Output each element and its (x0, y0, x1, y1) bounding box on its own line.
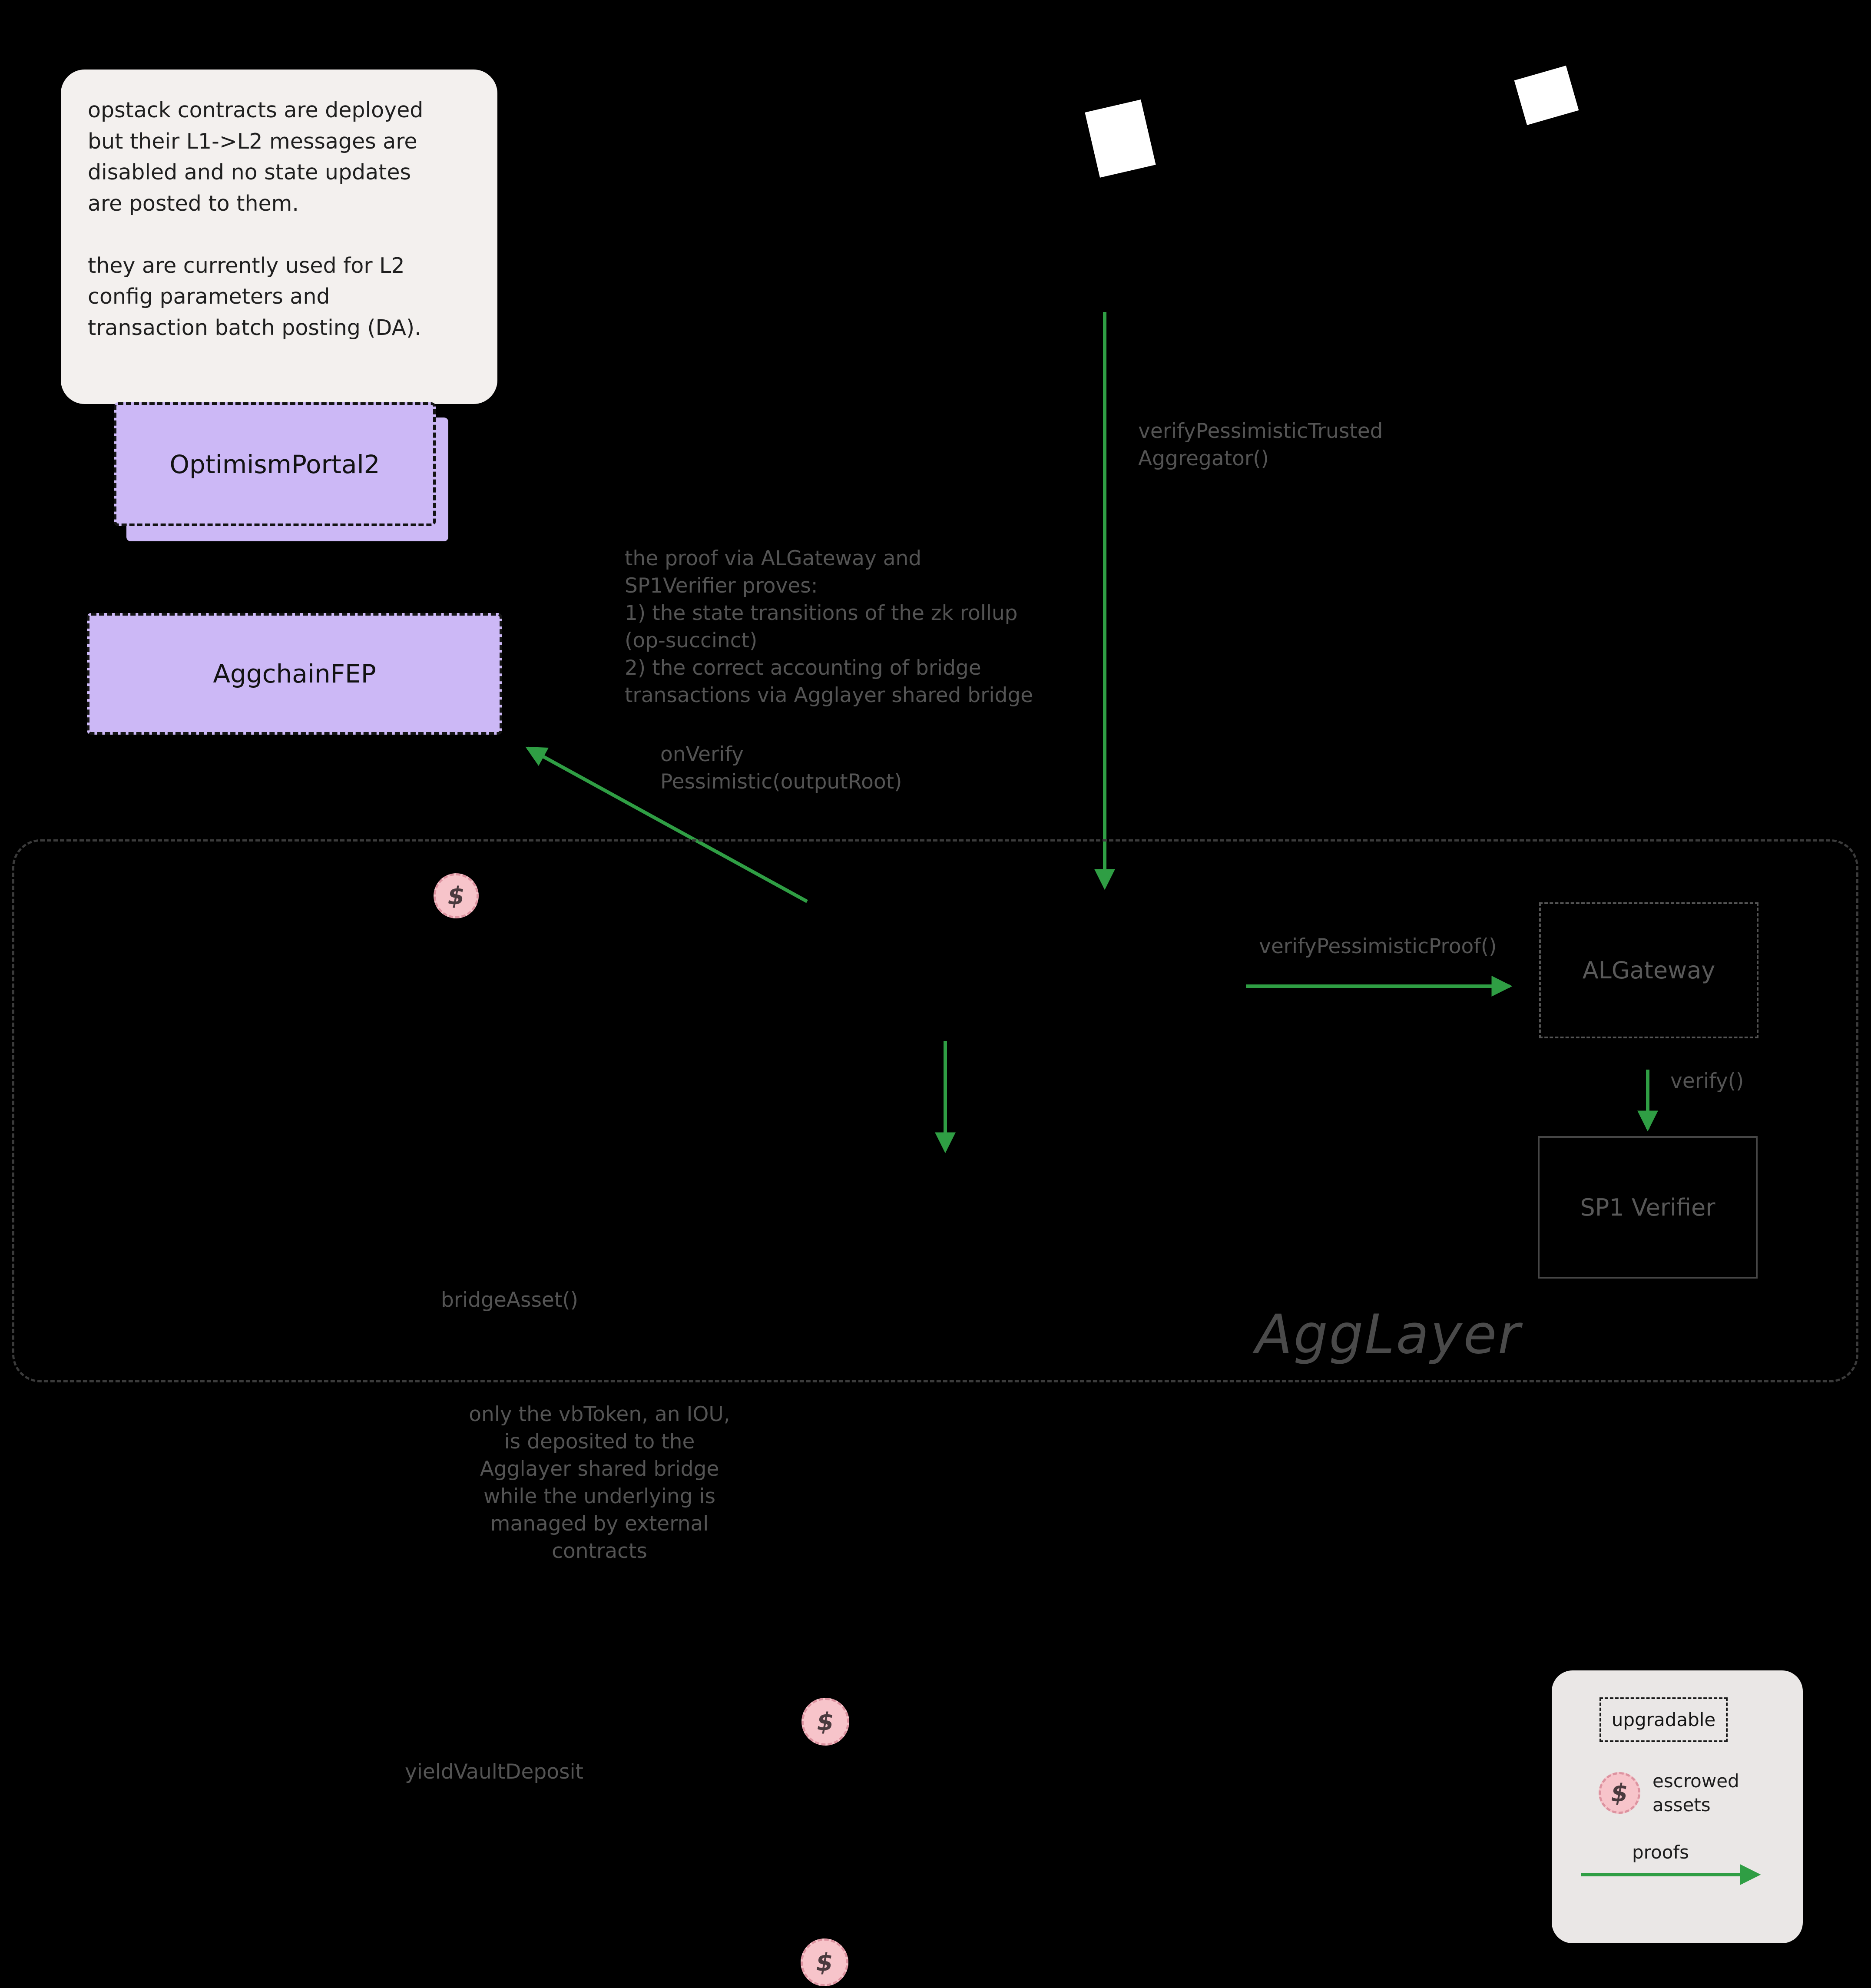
agglayer-container (12, 839, 1858, 1382)
opstack-note: opstack contracts are deployed but their… (61, 70, 497, 404)
legend-proofs-label: proofs (1632, 1842, 1689, 1863)
al-gateway-box: ALGateway (1539, 902, 1758, 1038)
aggchain-fep-box: AggchainFEP (87, 613, 502, 735)
agglayer-title: AggLayer (1255, 1303, 1521, 1366)
proof-explanation: the proof via ALGateway and SP1Verifier … (625, 547, 1033, 707)
al-gateway-label: ALGateway (1582, 957, 1715, 984)
legend-upgradable-box: upgradable (1599, 1697, 1728, 1742)
dollar-icon: $ (447, 881, 465, 910)
on-verify-pessimistic-label: onVerify Pessimistic(outputRoot) (660, 742, 902, 794)
yield-vault-deposit-label: yieldVaultDeposit (405, 1760, 583, 1784)
legend-escrowed-assets-icon: $ (1599, 1772, 1640, 1814)
dollar-icon: $ (1611, 1779, 1628, 1807)
document-icon (1085, 99, 1156, 178)
legend-upgradable-label: upgradable (1611, 1709, 1716, 1730)
aggchain-fep-label: AggchainFEP (213, 659, 376, 689)
sp1-verifier-label: SP1 Verifier (1580, 1193, 1715, 1221)
optimism-portal2-box: OptimismPortal2 (114, 402, 436, 526)
sp1-verifier-box: SP1 Verifier (1538, 1136, 1758, 1279)
optimism-portal2-label: OptimismPortal2 (169, 449, 380, 479)
vb-token-note: only the vbToken, an IOU, is deposited t… (469, 1402, 730, 1563)
document-icon (1514, 65, 1579, 126)
legend-escrowed-assets-label: escrowed assets (1652, 1770, 1739, 1816)
escrowed-assets-icon: $ (801, 1698, 849, 1746)
dollar-icon: $ (816, 1948, 833, 1977)
dollar-icon: $ (817, 1707, 834, 1736)
legend-proofs-arrow (1581, 1864, 1761, 1885)
verify-pessimistic-trusted-label: verifyPessimisticTrusted Aggregator() (1138, 419, 1383, 470)
verify-label: verify() (1670, 1069, 1744, 1093)
verify-pessimistic-proof-label: verifyPessimisticProof() (1259, 934, 1497, 958)
escrowed-assets-icon: $ (434, 873, 479, 918)
bridge-asset-label: bridgeAsset() (441, 1288, 578, 1312)
escrowed-assets-icon: $ (801, 1938, 848, 1986)
legend: upgradable $ escrowed assets proofs (1552, 1670, 1803, 1943)
